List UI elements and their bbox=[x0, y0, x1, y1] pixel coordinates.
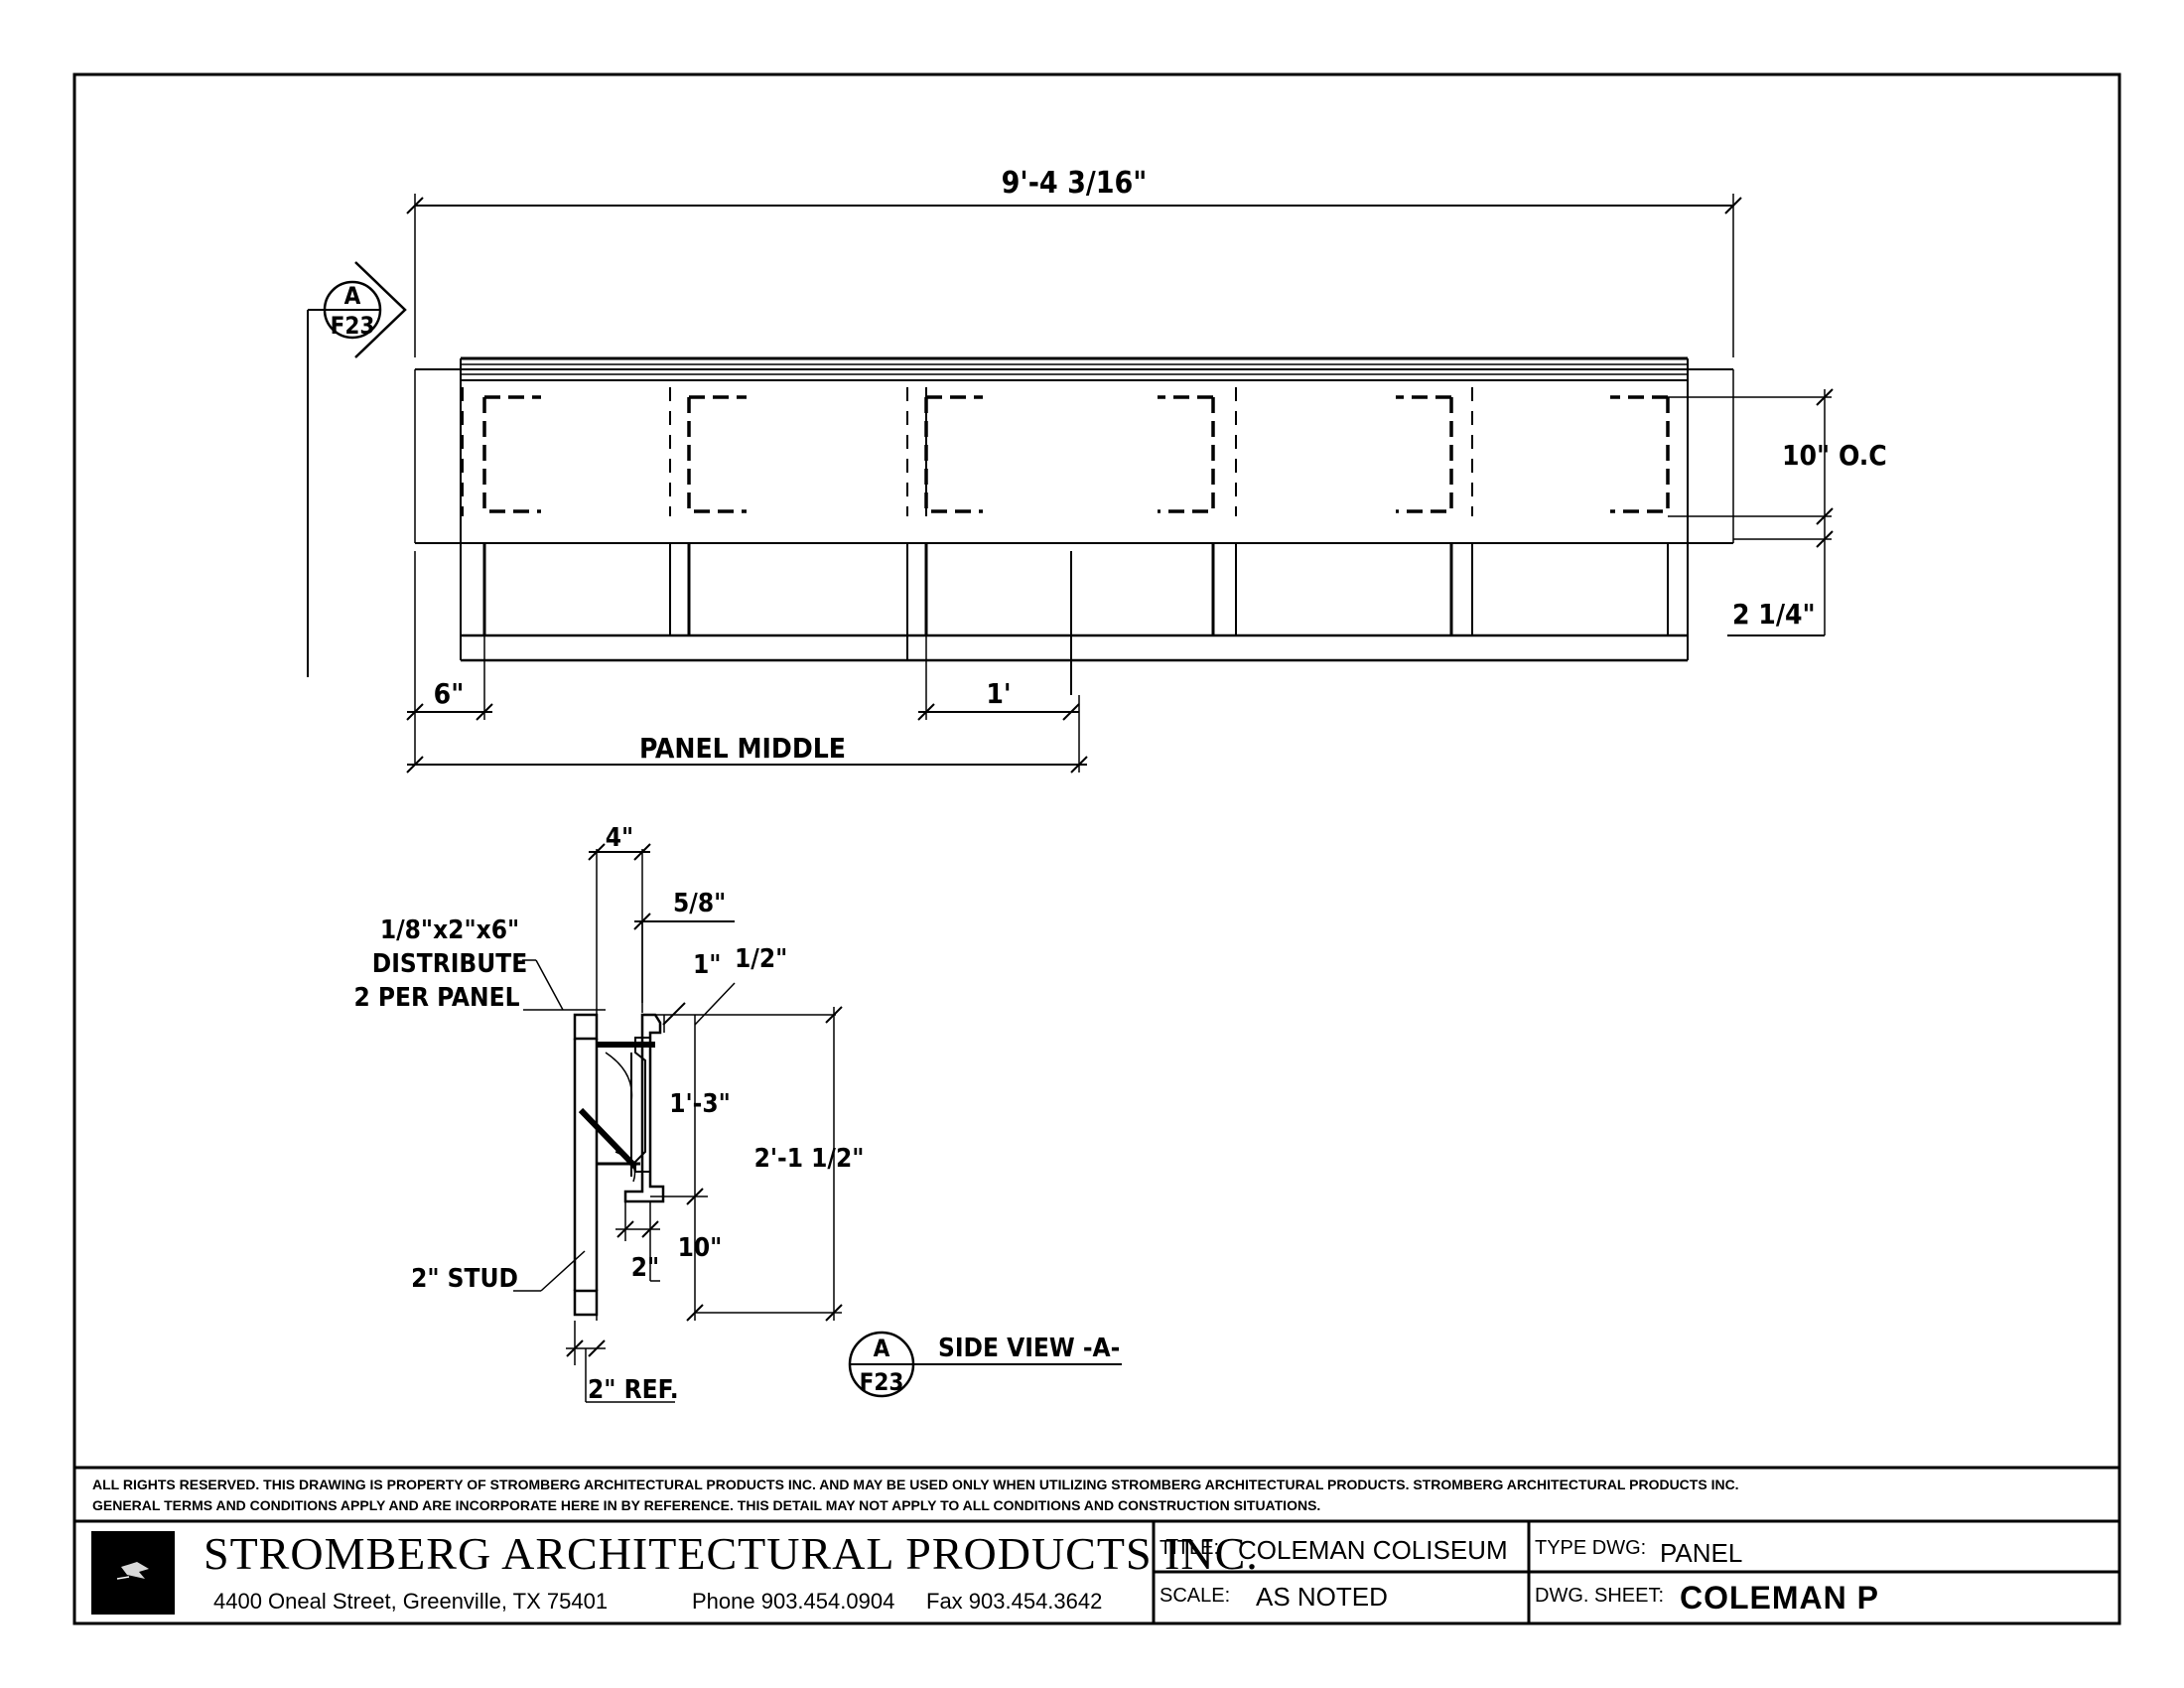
svg-text:A: A bbox=[344, 282, 361, 310]
section-marker-top: A F23 bbox=[323, 261, 407, 358]
half-inch-dim: 1/2" bbox=[735, 944, 787, 974]
oc-spacing-dim: 10" O.C bbox=[1782, 439, 1887, 472]
disclaimer-line1: ALL RIGHTS RESERVED. THIS DRAWING IS PRO… bbox=[92, 1477, 1739, 1492]
stud-note: 2" STUD bbox=[411, 1264, 518, 1294]
two-ref-dim: 2" REF. bbox=[588, 1375, 679, 1405]
company-logo bbox=[91, 1531, 175, 1615]
dwg-sheet-label: DWG. SHEET: bbox=[1535, 1585, 1664, 1607]
lip-dim: 5/8" bbox=[673, 889, 726, 918]
scale-value: AS NOTED bbox=[1256, 1582, 1388, 1612]
edge-offset-dim: 6" bbox=[434, 677, 465, 710]
one-inch-dim: 1" bbox=[693, 950, 721, 980]
sheet-border bbox=[72, 72, 2121, 1625]
clip-brackets bbox=[482, 395, 1670, 513]
hidden-studs bbox=[462, 387, 1689, 516]
one-foot-dim: 1' bbox=[986, 677, 1011, 710]
side-view-section: 4" 5/8" 1" 1/2" 1'-3" bbox=[353, 823, 1122, 1405]
side-view-label: SIDE VIEW -A- bbox=[938, 1334, 1120, 1363]
title-label: TITLE: bbox=[1160, 1537, 1219, 1559]
disclaimer-line2: GENERAL TERMS AND CONDITIONS APPLY AND A… bbox=[92, 1497, 1320, 1513]
clip-note-line2: DISTRIBUTE bbox=[372, 949, 527, 979]
panel-elevation: 9'-4 3/16" bbox=[307, 166, 1887, 774]
height-2-1-half-dim: 2'-1 1/2" bbox=[754, 1144, 865, 1174]
bottom-gap-dim: 2 1/4" bbox=[1732, 598, 1816, 631]
company-fax: Fax 903.454.3642 bbox=[926, 1589, 1102, 1614]
type-dwg-label: TYPE DWG: bbox=[1535, 1537, 1646, 1559]
height-1-3-dim: 1'-3" bbox=[669, 1089, 731, 1119]
company-phone: Phone 903.454.0904 bbox=[692, 1589, 894, 1614]
title-value: COLEMAN COLISEUM bbox=[1238, 1535, 1508, 1565]
type-dwg-value: PANEL bbox=[1660, 1538, 1742, 1568]
clip-note-line1: 1/8"x2"x6" bbox=[380, 915, 519, 945]
side-width-dim: 4" bbox=[606, 823, 633, 853]
company-address: 4400 Oneal Street, Greenville, TX 75401 bbox=[213, 1589, 608, 1614]
height-10-dim: 10" bbox=[678, 1233, 723, 1263]
overall-width-dim: 9'-4 3/16" bbox=[1002, 166, 1148, 201]
svg-text:F23: F23 bbox=[331, 312, 375, 340]
scale-label: SCALE: bbox=[1160, 1585, 1230, 1607]
company-name: STROMBERG ARCHITECTURAL PRODUCTS INC. bbox=[204, 1528, 1259, 1579]
svg-text:F23: F23 bbox=[860, 1368, 904, 1396]
dwg-sheet-value: COLEMAN P bbox=[1680, 1580, 1879, 1616]
svg-text:A: A bbox=[874, 1335, 890, 1362]
stud-lines bbox=[482, 543, 1669, 695]
section-marker-bottom: A F23 bbox=[848, 1331, 1122, 1398]
panel-middle-dim: PANEL MIDDLE bbox=[639, 732, 846, 765]
width-2-dim: 2" bbox=[631, 1253, 659, 1283]
clip-note-line3: 2 PER PANEL bbox=[353, 983, 519, 1013]
